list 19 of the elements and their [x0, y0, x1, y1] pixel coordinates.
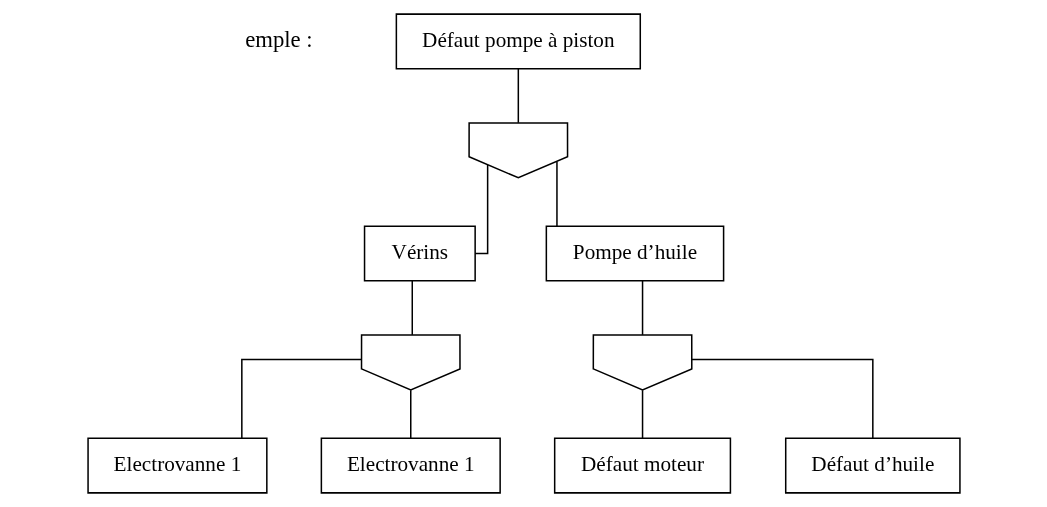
node-gate [592, 334, 693, 391]
node-box: Electrovanne 1 [320, 437, 501, 494]
connector [641, 389, 643, 439]
node-box: Vérins [363, 225, 476, 282]
node-gate [360, 334, 461, 391]
node-box: Défaut moteur [553, 437, 731, 494]
connector [690, 358, 874, 440]
node-box: Pompe d’huile [545, 225, 724, 282]
connector [409, 389, 411, 439]
connector [517, 67, 519, 124]
node-gate [467, 122, 568, 179]
node-box: Défaut d’huile [784, 437, 961, 494]
connector [555, 161, 558, 227]
label: emple : [244, 26, 313, 52]
connector [240, 358, 362, 440]
connector [641, 280, 643, 336]
node-box: Electrovanne 1 [86, 437, 268, 494]
node-box: Défaut pompe à piston [395, 13, 641, 70]
connector [411, 280, 413, 336]
